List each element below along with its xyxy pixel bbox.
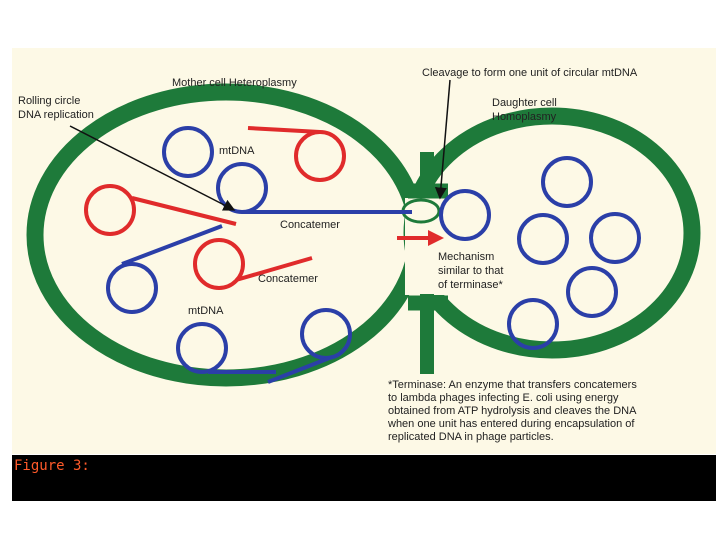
- figure-panel: Mother cell Heteroplasmy Rolling circle …: [12, 48, 716, 454]
- mutant-tail: [131, 196, 237, 226]
- mtdna-circle: [566, 266, 618, 318]
- footnote-line: *Terminase: An enzyme that transfers con…: [388, 379, 637, 391]
- footnote-line: when one unit has entered during encapsu…: [387, 418, 635, 430]
- mtdna-label-bottom: mtDNA: [188, 305, 224, 317]
- mtdna-circle: [517, 213, 569, 265]
- concatemer-label-bottom: Concatemer: [258, 273, 318, 285]
- cleavage-label: Cleavage to form one unit of circular mt…: [422, 67, 638, 79]
- mtdna-circle: [439, 189, 491, 241]
- mutant-tail: [235, 256, 313, 282]
- mother-cell-label: Mother cell Heteroplasmy: [172, 77, 297, 89]
- footnote-line: obtained from ATP hydrolysis and cleaves…: [388, 405, 637, 417]
- footnote: *Terminase: An enzyme that transfers con…: [387, 379, 637, 443]
- mtdna-circle: [589, 212, 641, 264]
- footnote-line: to lambda phages infecting E. coli using…: [388, 392, 619, 404]
- daughter-cell-label-line2: Homoplasmy: [492, 111, 557, 123]
- mtdna-circle: [162, 126, 214, 178]
- footnote-line: replicated DNA in phage particles.: [388, 431, 554, 443]
- mtdna-circle: [507, 298, 559, 350]
- mutant-mtdna-circle: [193, 238, 245, 290]
- concatemer-label-top: Concatemer: [280, 219, 340, 231]
- transfer-arrow: [397, 230, 444, 246]
- mechanism-label-line1: Mechanism: [438, 251, 494, 263]
- mother-cell: [26, 83, 426, 387]
- mtdna-circle: [106, 262, 158, 314]
- mtdna-circle: [541, 156, 593, 208]
- mutant-tail: [247, 126, 321, 134]
- mtdna-circle: [176, 322, 228, 374]
- rolling-circle-label-line1: Rolling circle: [18, 95, 80, 107]
- diagram: Mother cell Heteroplasmy Rolling circle …: [18, 67, 701, 443]
- daughter-cell-label-line1: Daughter cell: [492, 97, 557, 109]
- rolling-circle-arrow: [69, 125, 236, 211]
- cell-membranes: [26, 83, 701, 387]
- pointer-arrows: [69, 79, 451, 211]
- cleavage-arrow: [434, 79, 451, 200]
- mechanism-label-line2: similar to that: [438, 265, 503, 277]
- mother-mtdna: [84, 126, 412, 384]
- daughter-mtdna: [439, 156, 641, 350]
- mtdna-tail: [121, 224, 223, 266]
- mtdna-label-top: mtDNA: [219, 145, 255, 157]
- rolling-circle-label-line2: DNA replication: [18, 109, 94, 121]
- daughter-cell: [403, 107, 701, 359]
- mutant-mtdna-circle: [84, 184, 136, 236]
- labels: Mother cell Heteroplasmy Rolling circle …: [18, 67, 638, 317]
- caption-bar: Figure 3:: [12, 455, 716, 501]
- mtdna-tail: [267, 355, 333, 384]
- figure-caption: Figure 3:: [14, 458, 90, 474]
- mechanism-label-line3: of terminase*: [438, 279, 504, 291]
